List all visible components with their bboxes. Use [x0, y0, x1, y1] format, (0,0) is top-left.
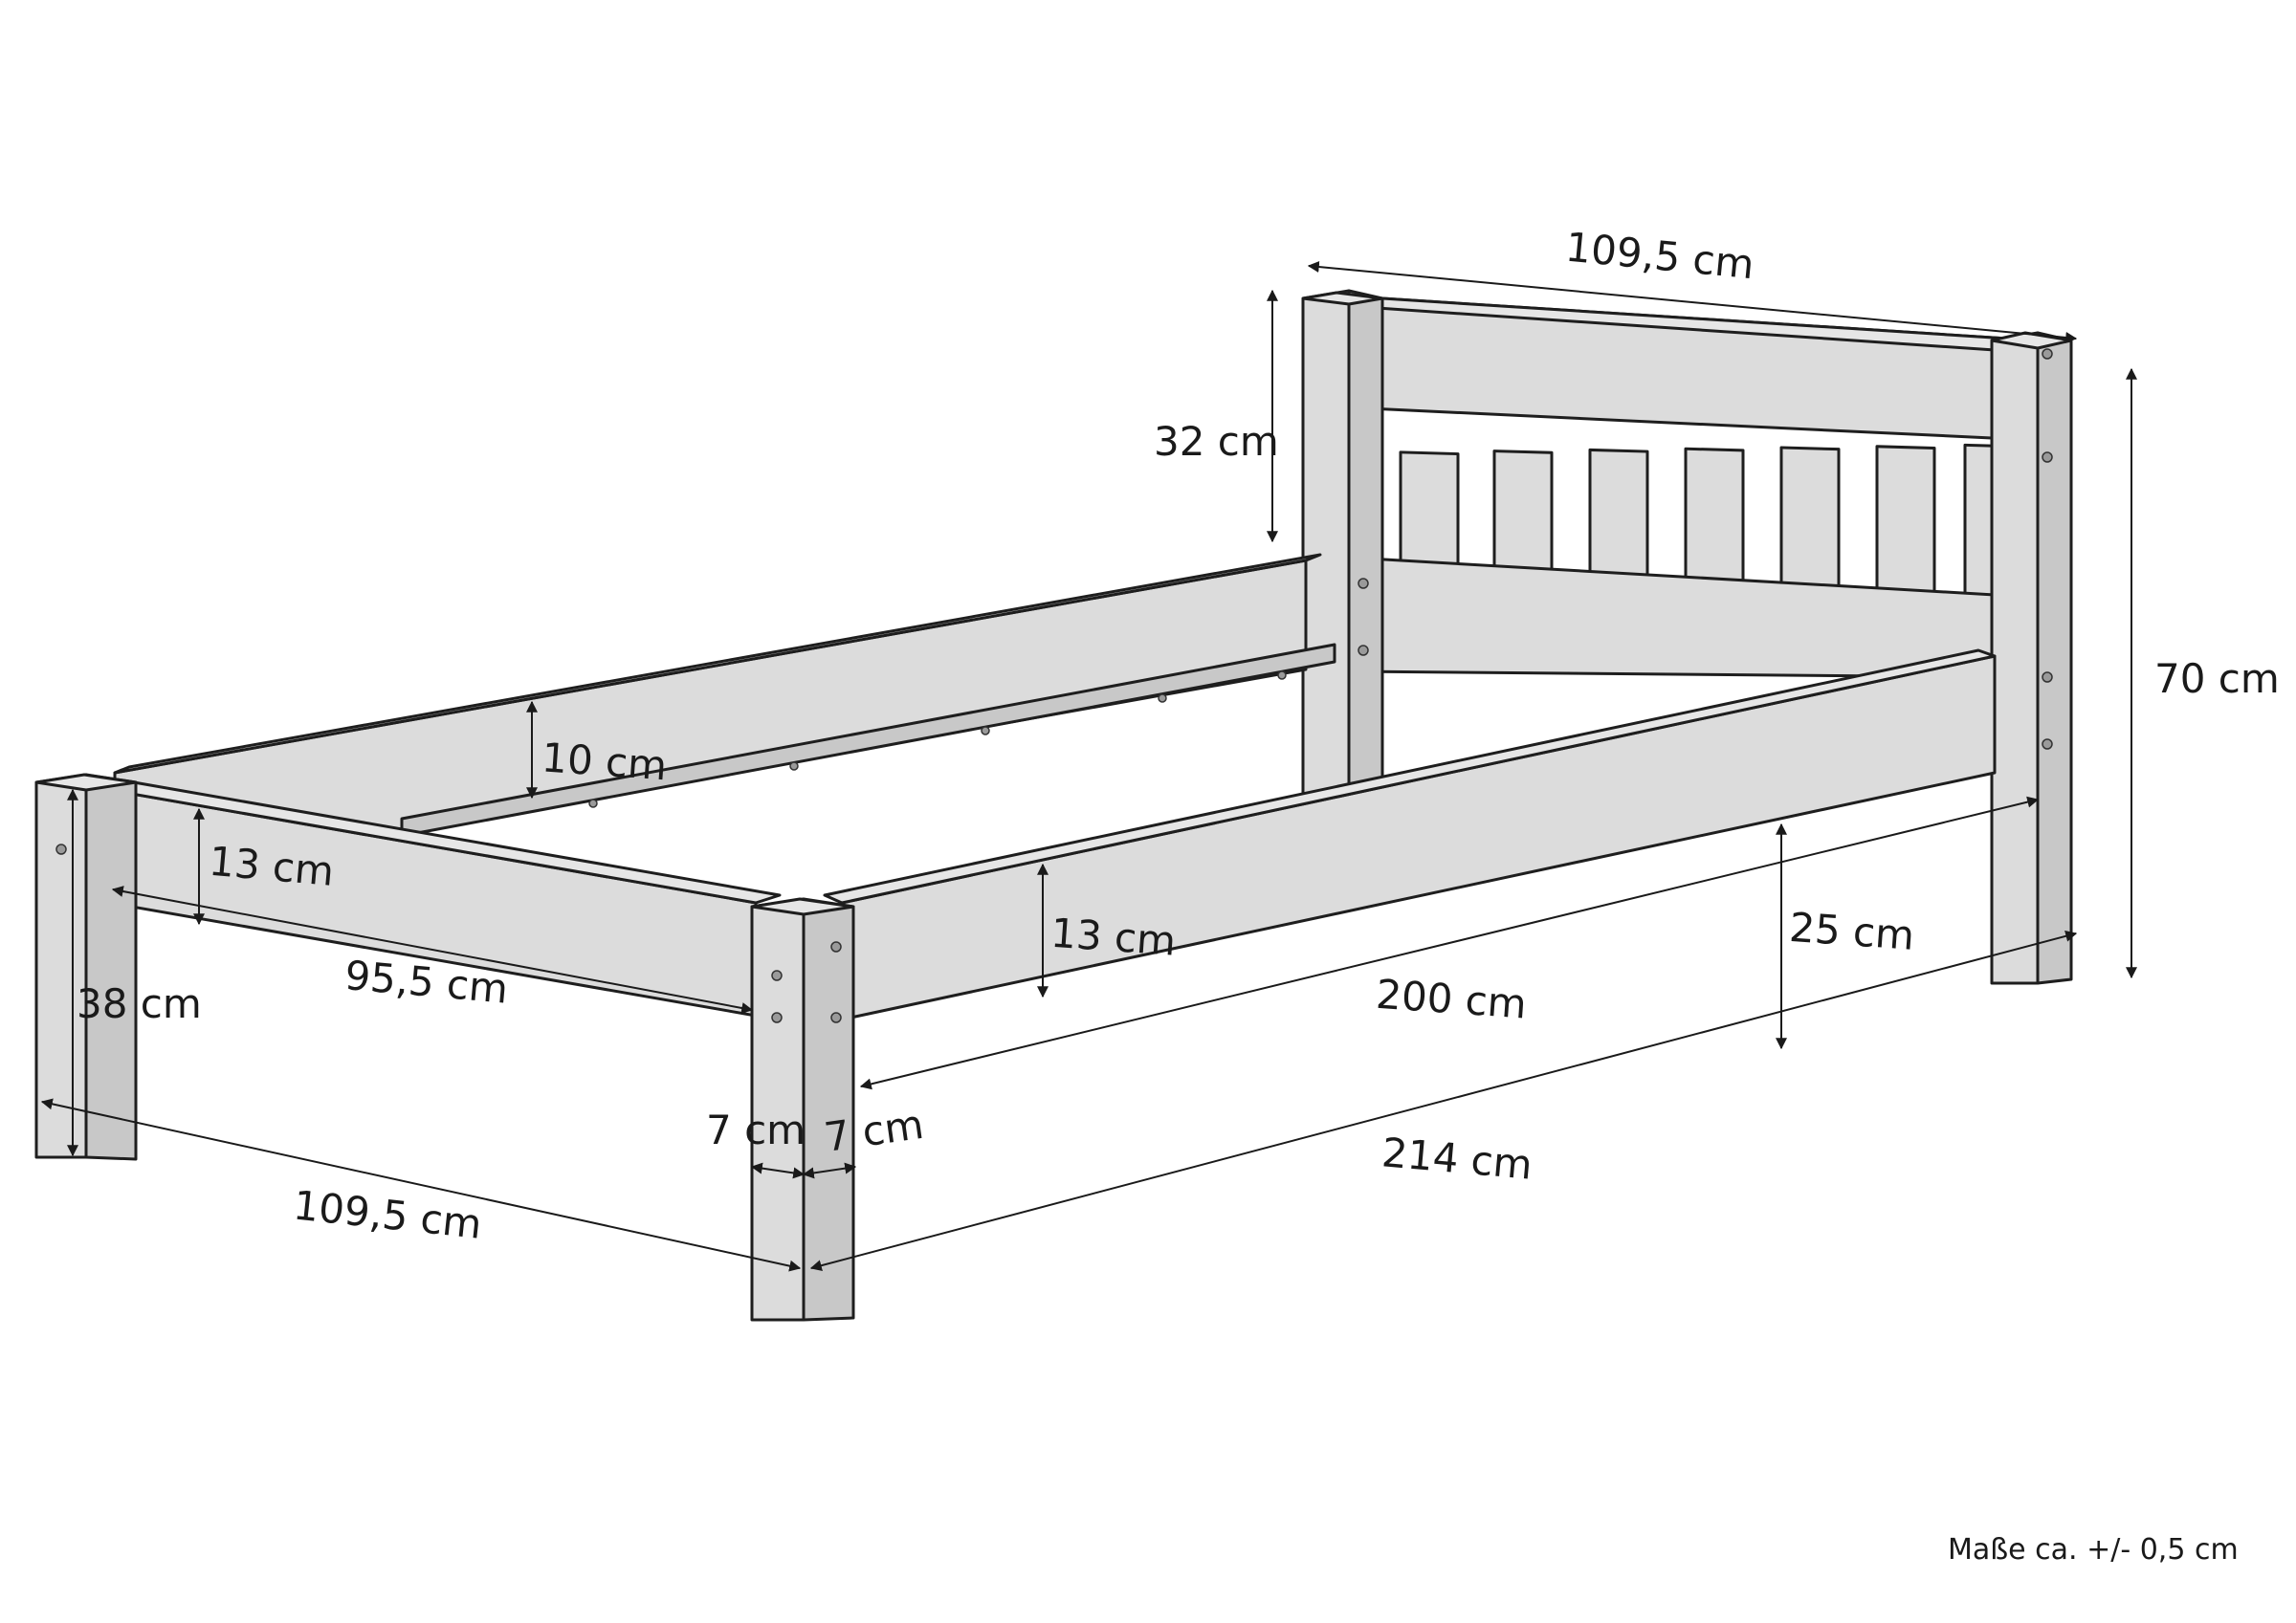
label-headboard-panel: 32 cm [1154, 418, 1279, 465]
label-leg-depth: 7 cm [706, 1107, 806, 1153]
label-total-length: 214 cm [1380, 1129, 1534, 1189]
label-headboard-width: 109,5 cm [1563, 224, 1755, 289]
label-inner-length: 200 cm [1375, 971, 1529, 1028]
back-side-rail [113, 553, 1336, 884]
headboard-left-post [1301, 289, 1351, 801]
label-leg-height: 38 cm [77, 980, 202, 1027]
foot-left-leg [34, 773, 138, 1161]
dimension-lines [40, 261, 2137, 1272]
label-total-height: 70 cm [2154, 655, 2280, 702]
label-side-rail-height: 13 cm [1049, 910, 1178, 965]
tolerance-note: Maße ca. +/- 0,5 cm [1948, 1533, 2239, 1567]
label-end-rail-height: 13 cm [207, 838, 336, 895]
label-side-rail-back-height: 10 cm [541, 734, 669, 789]
label-clearance: 25 cm [1788, 904, 1916, 959]
headboard-right-post [1990, 331, 2040, 985]
